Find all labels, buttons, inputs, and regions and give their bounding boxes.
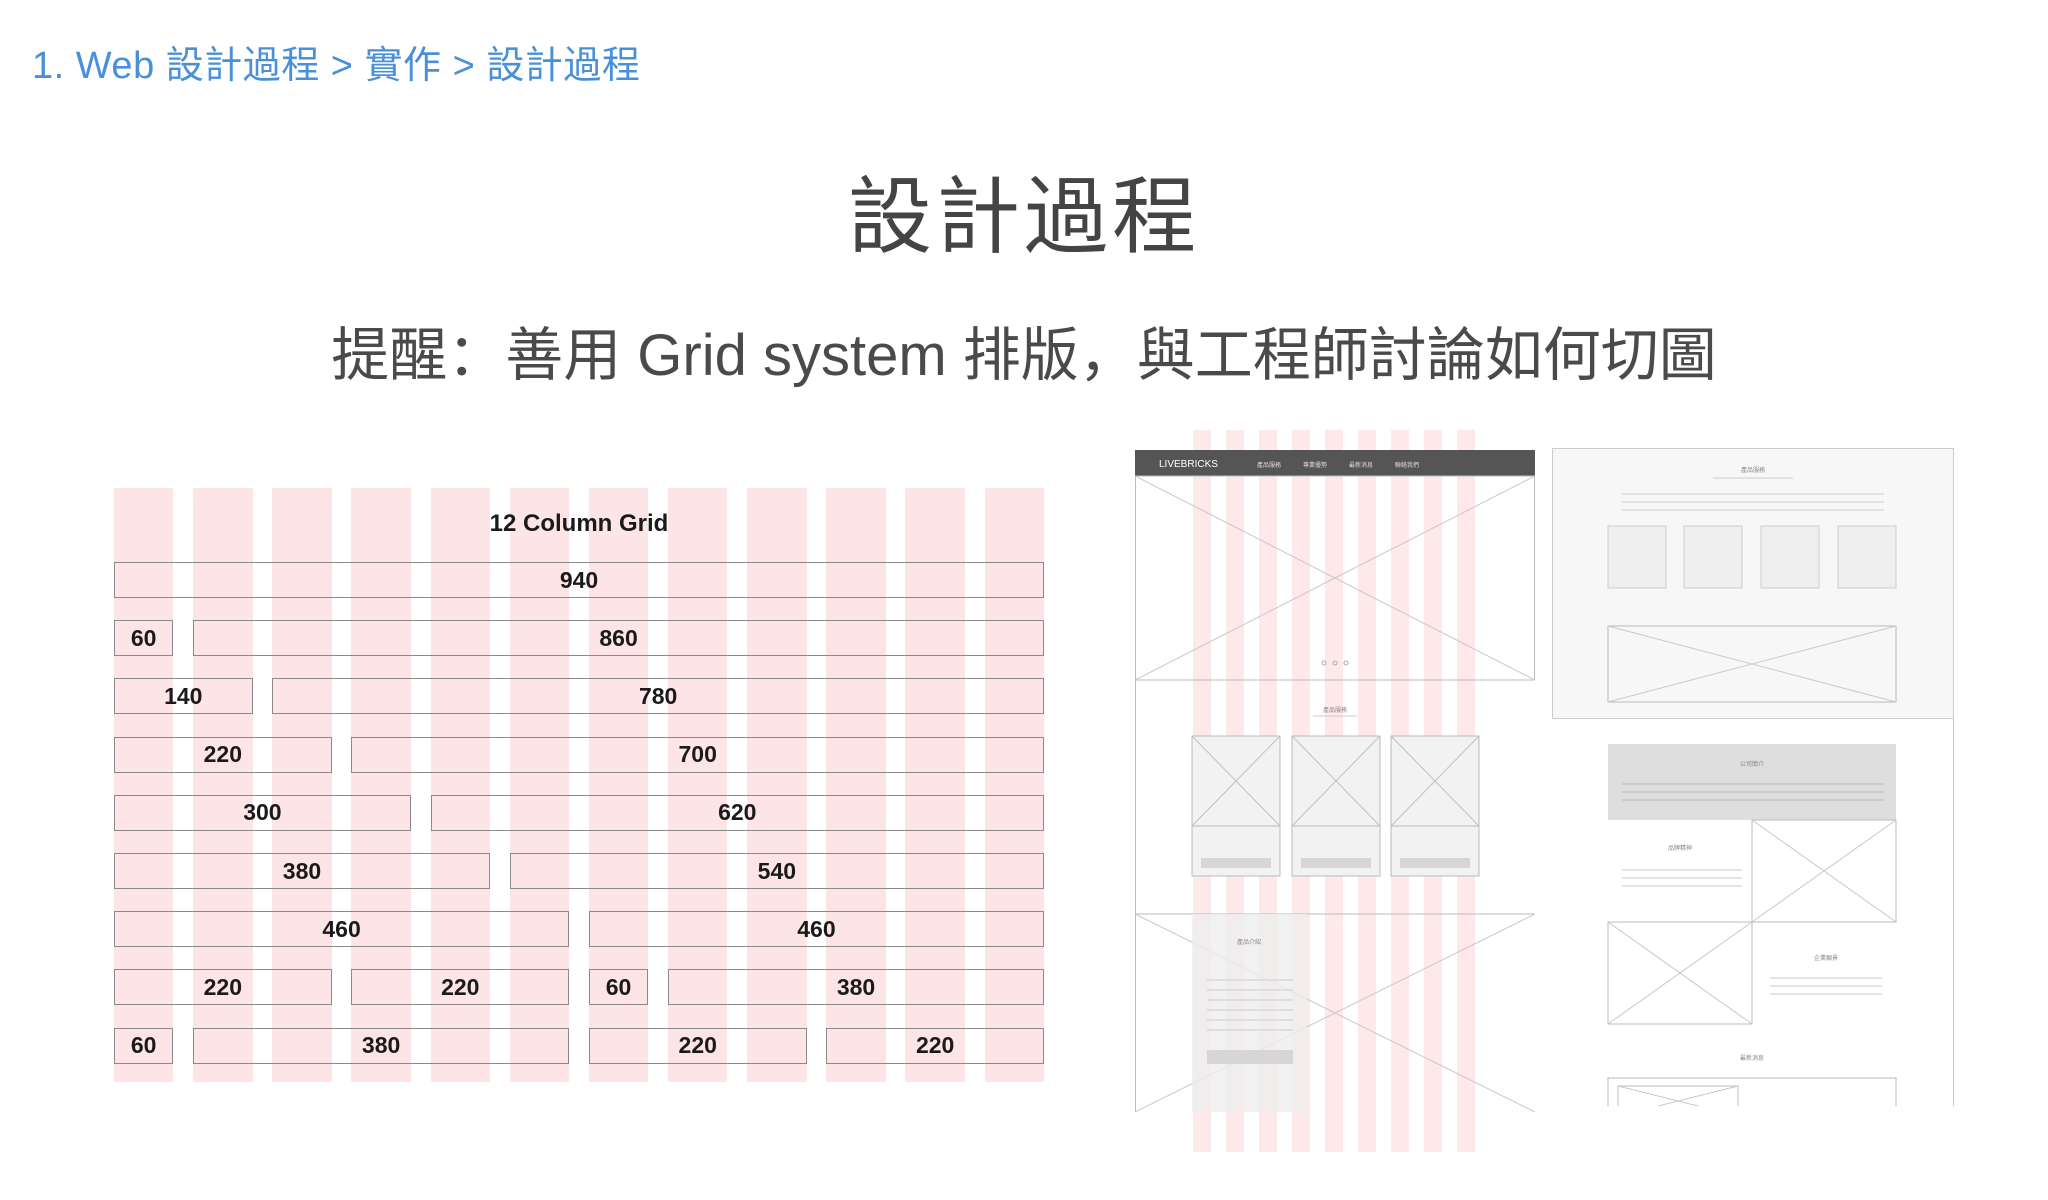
wireframe-section-label: 產品服務 [1323,706,1347,714]
grid-span-box: 700 [351,736,1044,773]
grid-span-box: 140 [114,678,253,715]
grid-column [272,488,332,1082]
grid-span-box: 380 [193,1027,570,1064]
wireframe-inner-section-4: 企業願景 [1814,954,1838,962]
grid-column [747,488,807,1082]
grid-span-box: 220 [826,1027,1044,1064]
grid-span-box: 540 [509,853,1044,889]
wireframe-nav-2: 專業優勢 [1303,461,1327,469]
wireframe-inner-section-5: 最新消息 [1740,1054,1764,1062]
grid-column [826,488,886,1082]
grid-span-box: 460 [588,911,1044,948]
grid-system-figure: 12 Column Grid 940 60 860 140 780 220 700 300 62… [114,488,1044,1082]
page-subtitle: 提醒：善用 Grid system 排版，與工程師討論如何切圖 [331,323,1717,388]
grid-column [905,488,965,1082]
grid-column [351,488,411,1082]
grid-column [984,488,1044,1082]
wireframe-logo: LIVEBRICKS [1159,459,1218,470]
grid-span-box: 620 [430,794,1044,831]
grid-figure-title: 12 Column Grid [489,510,669,537]
wireframe-inner-section-1: 產品服務 [1741,466,1765,474]
wireframe-homepage-drawing: LIVEBRICKS 產品服務 專業優勢 最新消息 聯絡我們 產品服務 [1135,450,1535,1113]
grid-span-box: 380 [114,853,490,889]
wireframe-nav-1: 產品服務 [1257,461,1281,469]
grid-column [668,488,728,1082]
wireframe-product-cards [1191,735,1480,877]
wireframe-product-intro [1192,914,1307,1112]
grid-span-box: 940 [114,562,1044,598]
wireframe-nav-3: 最新消息 [1349,461,1373,469]
grid-column [193,488,253,1082]
wireframe-inner-drawing: 產品服務 公司簡介 品牌精神 企業願景 最新消息 [1552,448,1954,1106]
wireframe-inner-section-2: 公司簡介 [1740,760,1764,768]
grid-column [509,488,570,1082]
grid-span-box: 220 [114,736,332,773]
grid-span-box: 300 [114,794,411,831]
grid-span-box: 860 [193,620,1044,657]
grid-column [114,488,174,1082]
page-title: 設計過程 [847,170,1200,264]
grid-span-box: 60 [114,620,174,657]
grid-span-box: 60 [114,1027,174,1064]
grid-column [430,488,490,1082]
wireframe-inner-page: 產品服務 公司簡介 品牌精神 企業願景 最新消息 [1552,448,1954,1106]
grid-span-box: 60 [588,969,649,1006]
wireframe-header-bar [1135,450,1535,476]
wireframe-nav-4: 聯絡我們 [1395,461,1419,469]
grid-span-box: 220 [114,969,332,1006]
grid-span-box: 220 [351,969,570,1006]
wireframe-homepage: LIVEBRICKS 產品服務 專業優勢 最新消息 聯絡我們 產品服務 [1135,430,1535,1152]
breadcrumb[interactable]: 1. Web 設計過程 > 實作 > 設計過程 [32,45,641,87]
wireframe-card-label: 產品介紹 [1237,938,1261,946]
grid-span-box: 780 [272,678,1044,715]
grid-span-box: 220 [588,1027,807,1064]
wireframe-inner-section-3: 品牌精神 [1668,844,1692,852]
grid-column [588,488,649,1082]
grid-span-box: 380 [668,969,1044,1006]
grid-span-box: 460 [114,911,570,948]
